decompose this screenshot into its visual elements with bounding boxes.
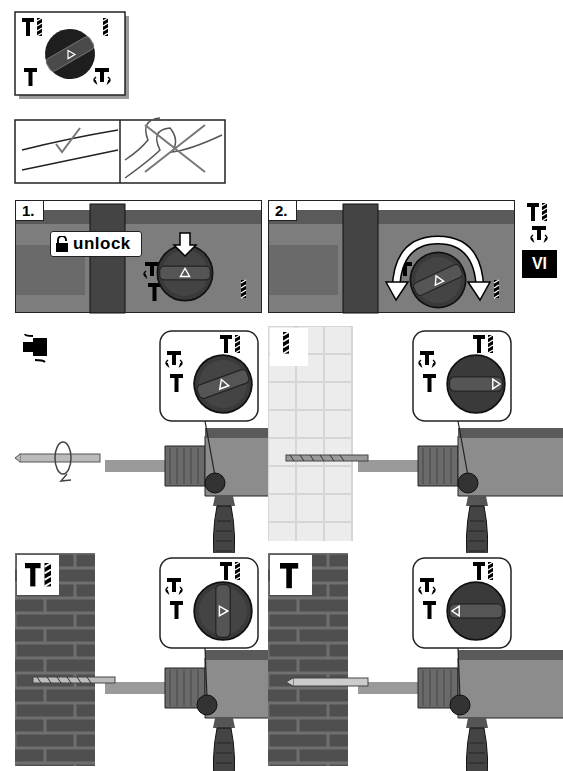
step-panel: 2. [268, 200, 515, 313]
section-number: VI [532, 255, 547, 273]
lock-icon [55, 236, 69, 252]
unlock-text: unlock [73, 234, 131, 254]
section-badge: VI [522, 250, 557, 278]
step-number: 2. [269, 201, 297, 221]
step-number: 1. [16, 201, 44, 221]
unlock-label: unlock [50, 231, 142, 257]
step-panel: 1. unlock [15, 200, 262, 313]
